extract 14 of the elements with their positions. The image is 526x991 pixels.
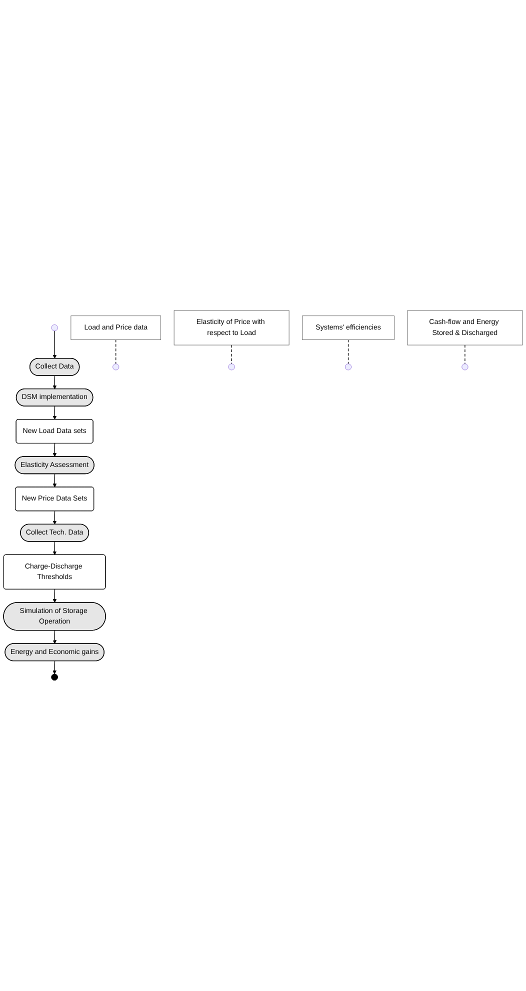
- arrow: [52, 406, 57, 420]
- arrow: [52, 376, 57, 390]
- arrow: [52, 330, 57, 359]
- connector: [348, 339, 349, 364]
- arrow: [52, 541, 57, 556]
- arrow: [52, 510, 57, 525]
- arrow: [52, 589, 57, 603]
- node-circle: [51, 324, 58, 332]
- arrow: [52, 443, 57, 457]
- arrow: [52, 630, 57, 644]
- arrow: [52, 474, 57, 488]
- connector: [231, 344, 232, 364]
- connector: [464, 344, 466, 364]
- arrow: [52, 660, 57, 674]
